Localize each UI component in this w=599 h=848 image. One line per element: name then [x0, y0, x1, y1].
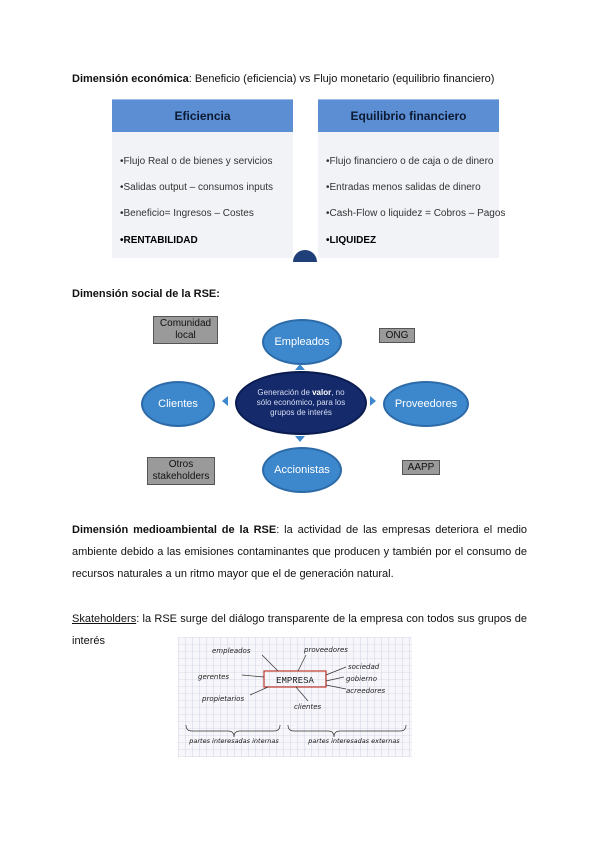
financial-item: •Cash-Flow o liquidez = Cobros – Pagos	[326, 208, 506, 219]
sketch-label: proveedores	[303, 646, 348, 654]
efficiency-item: •Salidas output – consumos inputs	[120, 182, 274, 193]
efficiency-column: Eficiencia •Flujo Real o de bienes y ser…	[112, 99, 293, 258]
environmental-text: : la actividad de las empresas deteriora…	[72, 524, 528, 580]
center-value-oval: Generación de valor, no sólo económico, …	[235, 371, 367, 435]
node-empleados: Empleados	[262, 319, 342, 365]
sketch-label: empleados	[212, 647, 251, 655]
financial-title: Equilibrio financiero	[318, 99, 499, 132]
center-value-text: Generación de valor, no sólo económico, …	[256, 388, 346, 417]
economic-table: Eficiencia •Flujo Real o de bienes y ser…	[112, 99, 505, 262]
efficiency-bold-item: •RENTABILIDAD	[120, 235, 198, 246]
comunidad-box: Comunidad local	[153, 316, 218, 344]
financial-item: •Flujo financiero o de caja o de dinero	[326, 156, 494, 167]
sketch-external-label: partes interesadas externas	[308, 737, 400, 745]
sketch-label: propietarios	[201, 695, 244, 703]
efficiency-title: Eficiencia	[112, 99, 293, 132]
divider-circle-icon	[293, 250, 317, 262]
financial-item: •Entradas menos salidas de dinero	[326, 182, 481, 193]
node-accionistas: Accionistas	[262, 447, 342, 493]
economic-heading-bold: Dimensión económica	[72, 73, 189, 85]
aapp-box: AAPP	[402, 460, 440, 475]
arrow-left-icon	[222, 396, 228, 406]
sketch-label: gerentes	[198, 673, 229, 681]
economic-heading: Dimensión económica: Beneficio (eficienc…	[72, 72, 494, 86]
sketch-center-label: EMPRESA	[276, 676, 314, 686]
empresa-box	[263, 670, 327, 688]
stakeholders-heading: Skateholders	[72, 613, 137, 625]
efficiency-item: •Flujo Real o de bienes y servicios	[120, 156, 273, 167]
environmental-paragraph: Dimensión medioambiental de la RSE: la a…	[72, 519, 527, 585]
social-heading: Dimensión social de la RSE:	[72, 288, 220, 300]
sketch-label: sociedad	[348, 663, 380, 671]
sketch-internal-label: partes interesadas internas	[189, 737, 279, 745]
sketch-label: gobierno	[346, 675, 377, 683]
sketch-label: acreedores	[346, 687, 386, 695]
sketch-label: clientes	[294, 703, 322, 711]
stakeholder-sketch: EMPRESA empleados proveedores gerentes s…	[178, 637, 412, 757]
financial-bold-item: •LIQUIDEZ	[326, 235, 377, 246]
arrow-up-icon	[295, 364, 305, 370]
node-clientes: Clientes	[141, 381, 215, 427]
stakeholders-paragraph: Skateholders: la RSE surge del diálogo t…	[72, 608, 527, 652]
ong-box: ONG	[379, 328, 415, 343]
otros-box: Otros stakeholders	[147, 457, 215, 485]
arrow-down-icon	[295, 436, 305, 442]
stakeholders-text: : la RSE surge del diálogo transparente …	[72, 613, 527, 647]
financial-column: Equilibrio financiero •Flujo financiero …	[318, 99, 505, 258]
efficiency-item: •Beneficio= Ingresos – Costes	[120, 208, 254, 219]
node-proveedores: Proveedores	[383, 381, 469, 427]
environmental-heading: Dimensión medioambiental de la RSE	[72, 524, 277, 536]
arrow-right-icon	[370, 396, 376, 406]
economic-heading-rest: : Beneficio (eficiencia) vs Flujo moneta…	[188, 73, 495, 85]
